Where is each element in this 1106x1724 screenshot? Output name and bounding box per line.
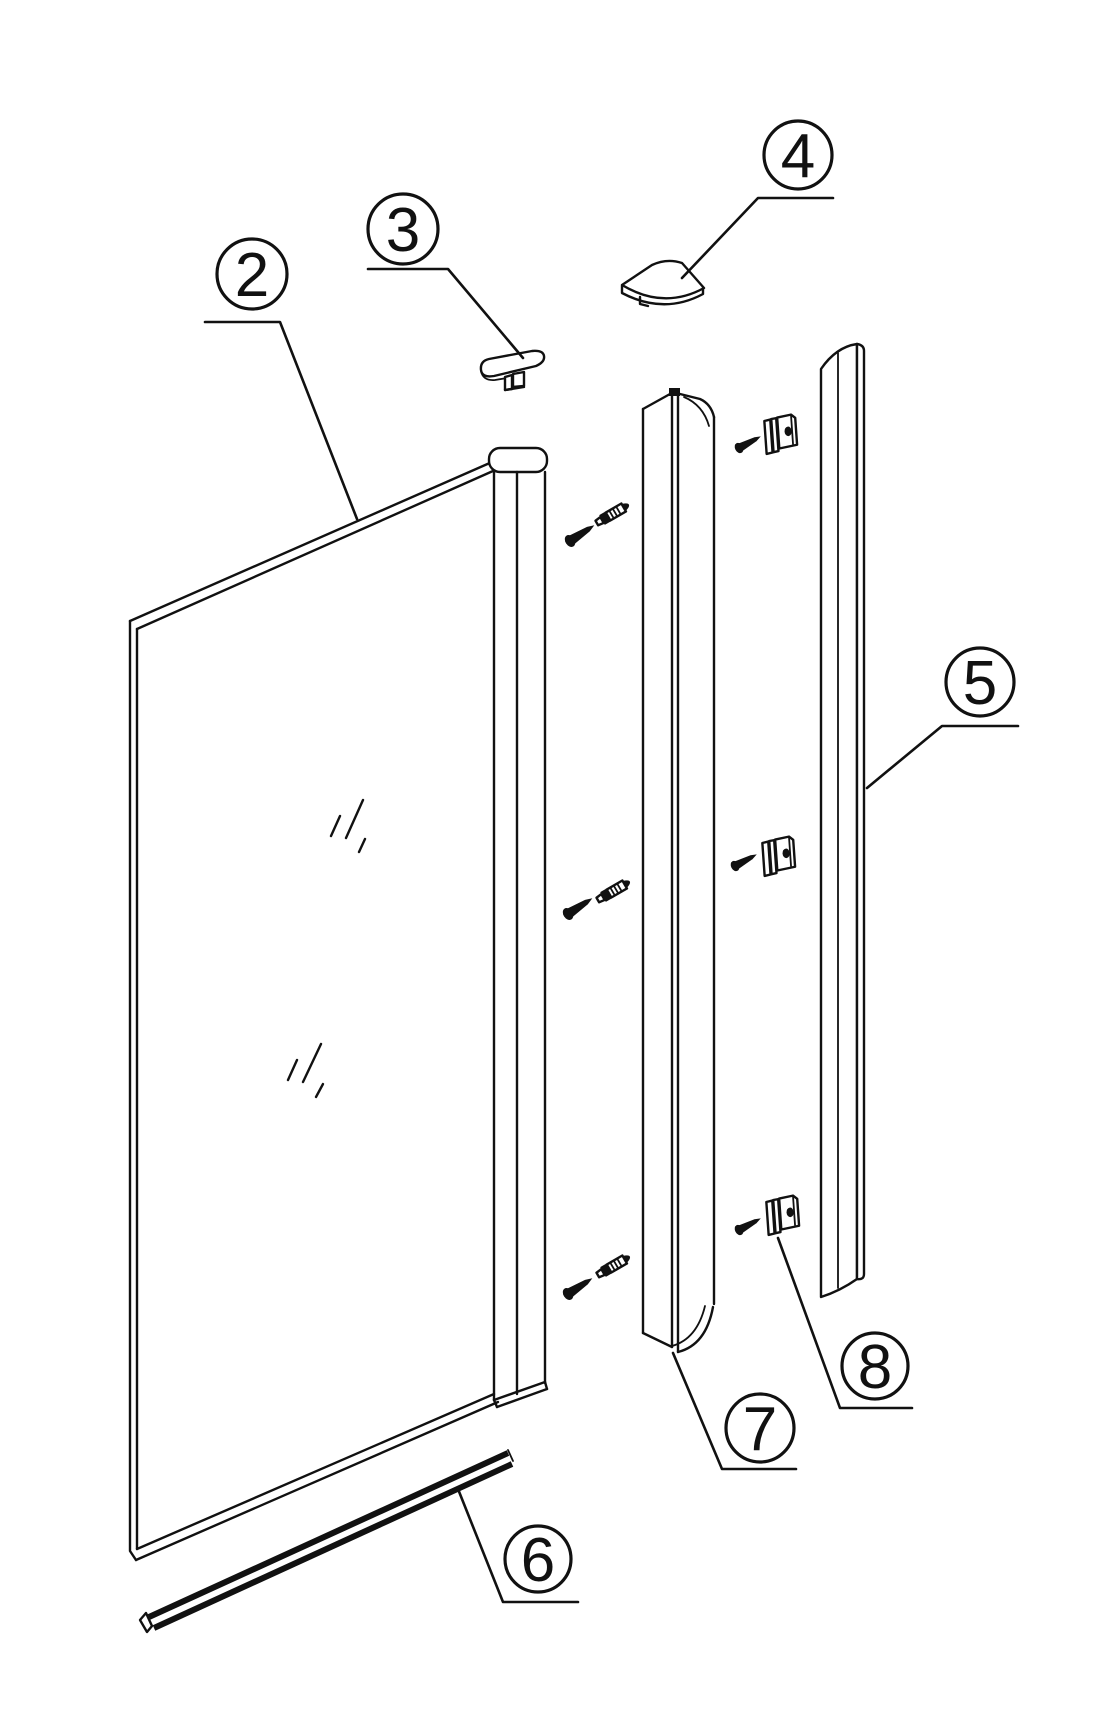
- callout-4: 4: [680, 119, 835, 280]
- callout-number: 2: [235, 241, 269, 310]
- callout-balloon: [762, 119, 834, 191]
- callout-7: 8: [776, 1236, 914, 1410]
- corner-cover-cap: [620, 259, 706, 308]
- callout-number: 3: [386, 196, 420, 265]
- screw-icon: [560, 892, 596, 922]
- callout-balloon: [503, 1524, 573, 1594]
- screw-icon: [732, 1213, 764, 1237]
- callout-balloon: [215, 237, 289, 311]
- callout-balloon: [724, 1392, 796, 1464]
- callout-number: 8: [858, 1333, 892, 1402]
- screw-icon: [560, 1272, 596, 1302]
- glass-reflection-mark-upper: [329, 798, 367, 854]
- callout-3: 3: [366, 192, 525, 360]
- anchor-icon: [593, 875, 634, 907]
- anchor-icon: [592, 498, 633, 530]
- clip-set-middle: [728, 835, 797, 878]
- callout-5: 5: [865, 646, 1020, 790]
- profile-top-cap: [479, 349, 546, 392]
- callout-balloon: [944, 646, 1016, 718]
- callout-number: 5: [963, 649, 997, 718]
- clip-set-top: [732, 413, 799, 456]
- callout-number: 6: [521, 1526, 555, 1595]
- panel-edge-profile: [487, 446, 549, 1409]
- wall-mount-profile: [641, 388, 716, 1354]
- mounting-clip-icon: [760, 835, 797, 878]
- screw-anchor-set-middle: [560, 875, 634, 922]
- anchor-icon: [593, 1250, 634, 1282]
- callout-number: 7: [743, 1395, 777, 1464]
- mounting-clip-icon: [762, 413, 799, 456]
- callout-balloon: [366, 192, 440, 266]
- callout-balloon: [840, 1331, 910, 1401]
- callout-2: 2: [203, 237, 359, 521]
- screw-anchor-set-bottom: [560, 1250, 634, 1302]
- bottom-seal-strip: [138, 1449, 514, 1634]
- glass-panel: [128, 446, 549, 1562]
- callout-8: 6: [456, 1487, 580, 1604]
- wall-cover-profile: [819, 342, 866, 1299]
- glass-reflection-mark-lower: [286, 1042, 325, 1099]
- screw-icon: [732, 431, 764, 455]
- screw-anchor-set-top: [562, 498, 633, 549]
- callout-number: 4: [781, 122, 815, 191]
- callout-6: 7: [671, 1351, 798, 1471]
- clip-set-bottom: [732, 1194, 801, 1237]
- screw-icon: [728, 849, 760, 873]
- mounting-clip-icon: [764, 1194, 801, 1237]
- screw-icon: [562, 519, 598, 549]
